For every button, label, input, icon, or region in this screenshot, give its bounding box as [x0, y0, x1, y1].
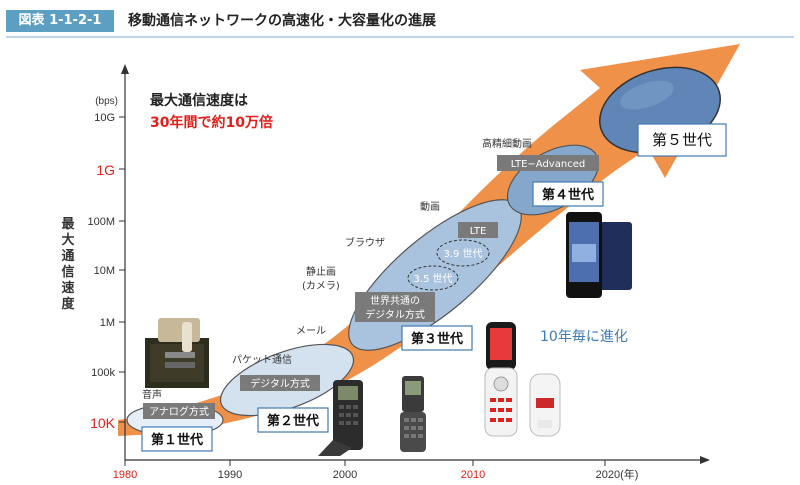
- gen4-label-box: [532, 181, 604, 207]
- y-tick-100m: 100M: [87, 216, 115, 228]
- figure-title: 移動通信ネットワークの高速化・大容量化の進展: [128, 13, 436, 29]
- tag-lte-bg: [458, 222, 498, 238]
- gen1-label: 第１世代: [151, 432, 203, 448]
- slide-phone-image: [484, 322, 518, 437]
- tag-analog: アナログ方式: [149, 405, 209, 418]
- y-axis-label-char: 信: [61, 264, 74, 280]
- gen39-dotted-ellipse: [436, 239, 490, 267]
- x-tick-1990: 1990: [218, 469, 242, 481]
- usage-still-image: 静止画: [306, 265, 336, 278]
- sub-label-39: 3.9 世代: [443, 248, 482, 260]
- white-phone-image: [529, 373, 561, 437]
- gen2-label-box: [257, 407, 329, 433]
- tag-lte: LTE: [470, 226, 487, 237]
- y-tick-10g: 10G: [94, 112, 115, 124]
- title-rule: [6, 36, 794, 38]
- decade-note: 10年毎に進化: [540, 329, 628, 345]
- x-tick-2000: 2000: [333, 469, 357, 481]
- gen35-dotted-ellipse: [407, 265, 459, 291]
- y-axis-label-char: 度: [61, 296, 75, 312]
- x-tick-2020: 2020(年): [596, 467, 639, 481]
- gen5-label-box: [637, 123, 727, 157]
- gen4-label: 第４世代: [542, 187, 594, 203]
- tag-global-digital-line2: デジタル方式: [365, 308, 425, 321]
- gen5-label: 第５世代: [652, 131, 712, 149]
- usage-video: 動画: [420, 200, 440, 213]
- bar-phone-image: [318, 380, 363, 456]
- summary-line-1: 最大通信速度は: [150, 92, 248, 109]
- y-axis-label-char: 大: [61, 232, 74, 248]
- y-tick-10m: 10M: [94, 265, 115, 277]
- car-phone-image: [145, 318, 209, 388]
- y-tick-1m: 1M: [100, 317, 115, 329]
- y-axis-label-char: 通: [61, 248, 74, 264]
- gen3-label-box: [401, 325, 473, 351]
- y-axis-label-char: 最: [61, 217, 75, 232]
- usage-hd-video: 高精細動画: [482, 137, 532, 150]
- y-axis-label-char: 速: [61, 280, 74, 296]
- smartphone-image: [566, 212, 632, 298]
- x-axis-arrowhead: [700, 456, 710, 464]
- tag-lte-advanced: LTE−Advanced: [511, 159, 585, 170]
- usage-packet: パケット通信: [232, 354, 292, 366]
- x-tick-2010: 2010: [461, 469, 485, 481]
- gen2-label: 第２世代: [267, 413, 319, 429]
- y-tick-1g: 1G: [96, 162, 115, 178]
- usage-camera: (カメラ): [302, 280, 340, 292]
- gen3-label: 第３世代: [411, 331, 463, 347]
- gen1-label-box: [141, 426, 213, 452]
- tag-global-digital: 世界共通の: [370, 295, 420, 307]
- tag-analog-bg: [143, 403, 215, 419]
- tag-digital-bg: [240, 375, 320, 391]
- gen5-highlight: [620, 80, 674, 110]
- usage-voice: 音声: [142, 388, 162, 401]
- y-tick-100k: 100k: [91, 367, 115, 379]
- usage-browser: ブラウザ: [345, 236, 385, 249]
- y-axis-arrowhead: [121, 64, 129, 74]
- figure-header: 図表 1-1-2-1 移動通信ネットワークの高速化・大容量化の進展: [0, 0, 800, 44]
- tag-lte-advanced-bg: [497, 155, 599, 171]
- y-axis-unit: (bps): [95, 96, 118, 107]
- summary-line-2: 30年間で約10万倍: [150, 114, 273, 131]
- tag-global-digital-line1: 世界共通の: [370, 295, 420, 307]
- tag-global-digital-bg: [355, 292, 435, 322]
- usage-mail: メール: [296, 326, 326, 337]
- sub-label-35: 3.5 世代: [413, 273, 452, 285]
- x-tick-1980: 1980: [113, 469, 137, 481]
- flip-phone-image: [400, 376, 426, 452]
- figure-number: 図表 1-1-2-1: [6, 10, 114, 32]
- y-tick-10k: 10K: [90, 415, 116, 431]
- y-axis-label: 最大通信速度: [61, 217, 75, 312]
- progress-arrow: [118, 44, 740, 436]
- tag-digital: デジタル方式: [250, 377, 310, 390]
